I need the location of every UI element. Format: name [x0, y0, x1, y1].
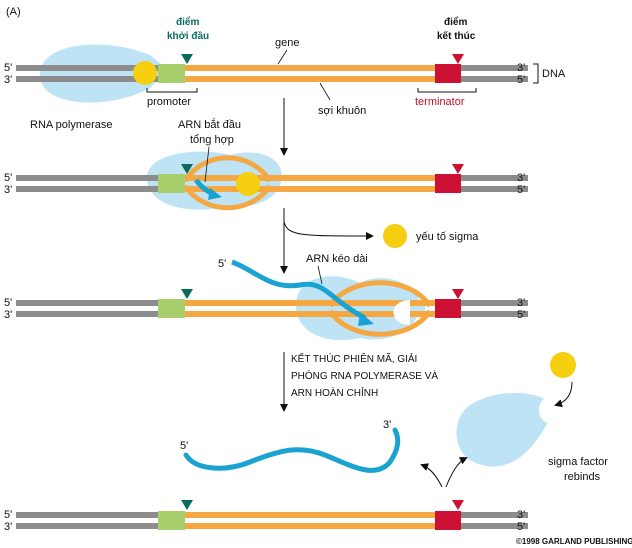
gene-region-bottom: [185, 523, 435, 529]
terminator-region: [435, 511, 461, 530]
gene-region-bottom: [185, 186, 435, 192]
strand-end-left-bottom: 3': [4, 184, 12, 196]
stop-site-label-line2: kết thúc: [437, 30, 476, 42]
stop-site-marker: [452, 54, 464, 64]
rna-polymerase-label: RNA polymerase: [30, 119, 113, 131]
promoter-bracket: [146, 88, 198, 93]
rna-start-label-line2: tổng hợp: [190, 134, 234, 146]
copyright: ©1998 GARLAND PUBLISHING: [516, 537, 632, 546]
released-rna-polymerase: [456, 392, 548, 467]
elongating-rna: [231, 259, 367, 321]
gene-label: gene: [275, 37, 299, 49]
stop-site-label-line1: điểm: [444, 16, 467, 28]
panel-label: (A): [6, 6, 21, 18]
start-site-marker: [181, 54, 193, 64]
sigma-factor: [236, 172, 260, 196]
start-site-label-line1: điểm: [176, 16, 199, 28]
gene-region-bottom: [185, 76, 435, 82]
strand-end-right-top: 3': [517, 509, 525, 521]
release-arrow-rna: [420, 463, 443, 488]
rna-three-prime-end: 3': [383, 419, 391, 431]
bubble-interior: [335, 306, 425, 311]
row-2-initiation: 5' 3' 3' 5' ARN bắt đầu tổng hợp: [4, 118, 528, 211]
termination-label-line3: ARN HOÀN CHỈNH: [291, 386, 378, 399]
stop-site-marker: [452, 289, 464, 299]
sigma-factor-label: yếu tố sigma: [416, 231, 479, 243]
gene-region-top: [185, 65, 435, 71]
strand-end-left-bottom: 3': [4, 521, 12, 533]
strand-end-right-bottom: 5': [517, 74, 525, 86]
strand-end-right-bottom: 5': [517, 521, 525, 533]
strand-end-right-top: 3': [517, 297, 525, 309]
rna-polymerase: [40, 44, 168, 103]
strand-end-right-bottom: 5': [517, 184, 525, 196]
rna-elongation-pointer: [317, 265, 323, 285]
transcription-bubble: [182, 155, 273, 211]
released-sigma-factor: [383, 224, 407, 248]
strand-end-right-top: 3': [517, 172, 525, 184]
start-site-marker: [181, 164, 193, 174]
promoter-label: promoter: [147, 96, 191, 108]
promoter-region: [158, 299, 185, 318]
free-sigma-factor: [550, 352, 576, 378]
strand-end-left-top: 5': [4, 509, 12, 521]
terminator-bracket: [417, 88, 477, 93]
row-3-elongation: 5' 5' 3' 3' 5' ARN kéo dài: [4, 253, 528, 341]
sigma-rebinds-label-line1: sigma factor: [548, 456, 608, 468]
promoter-region: [158, 174, 185, 193]
termination-label-line1: KẾT THÚC PHIÊN MÃ, GIẢI: [291, 352, 417, 365]
rna-start-pointer: [204, 146, 210, 183]
termination-label-line2: PHÓNG RNA POLYMERASE VÀ: [291, 369, 438, 382]
gene-region-top: [185, 175, 435, 181]
rna-five-prime-end: 5': [218, 258, 226, 270]
start-site-marker: [181, 500, 193, 510]
stop-site-marker: [452, 164, 464, 174]
strand-end-left-top: 5': [4, 62, 12, 74]
terminator-region: [435, 174, 461, 193]
gene-region-bottom: [185, 311, 435, 317]
start-site-marker: [181, 289, 193, 299]
transcription-bubble: [327, 280, 433, 337]
start-site-label-line2: khởi đầu: [167, 30, 209, 42]
rna-start-label-line1: ARN bắt đầu: [178, 118, 241, 131]
nascent-rna-arrowhead: [208, 188, 222, 200]
dna-bracket: [533, 63, 539, 84]
polymerase-opening: [393, 300, 410, 325]
released-rna: [183, 427, 401, 473]
sigma-release-arrow: [283, 221, 374, 240]
rna-elongation-label: ARN kéo dài: [306, 253, 368, 265]
gene-pointer: [277, 49, 288, 65]
template-strand-pointer: [319, 82, 331, 101]
strand-end-left-bottom: 3': [4, 309, 12, 321]
strand-end-left-top: 5': [4, 172, 12, 184]
polymerase-binding-notch: [539, 397, 548, 423]
promoter-region: [158, 511, 185, 530]
sigma-rebinds-label-line2: rebinds: [564, 471, 601, 483]
gene-region-top: [185, 512, 435, 518]
row-1-initial: 5' 3' 3' 5' DNA promoter terminator điểm…: [4, 16, 566, 131]
release-arrow-polymerase: [445, 457, 468, 488]
sigma-factor: [133, 61, 157, 85]
strand-end-right-bottom: 5': [517, 309, 525, 321]
terminator-region: [435, 299, 461, 318]
stop-site-marker: [452, 500, 464, 510]
strand-end-right-top: 3': [517, 62, 525, 74]
terminator-region: [435, 64, 461, 83]
strand-end-left-bottom: 3': [4, 74, 12, 86]
dna-label: DNA: [542, 68, 566, 80]
bubble-interior: [190, 181, 266, 186]
rna-five-prime-end: 5': [180, 440, 188, 452]
elongating-rna-arrowhead: [358, 312, 374, 326]
template-strand-label: sợi khuôn: [318, 105, 366, 117]
sigma-rebind-arrow: [554, 381, 573, 408]
promoter-region: [158, 64, 185, 83]
terminator-label: terminator: [415, 96, 465, 108]
strand-end-left-top: 5': [4, 297, 12, 309]
row-4-termination: 5' 3' sigma factor rebinds 5' 3' 3' 5': [4, 352, 608, 533]
gene-region-top: [185, 300, 435, 306]
